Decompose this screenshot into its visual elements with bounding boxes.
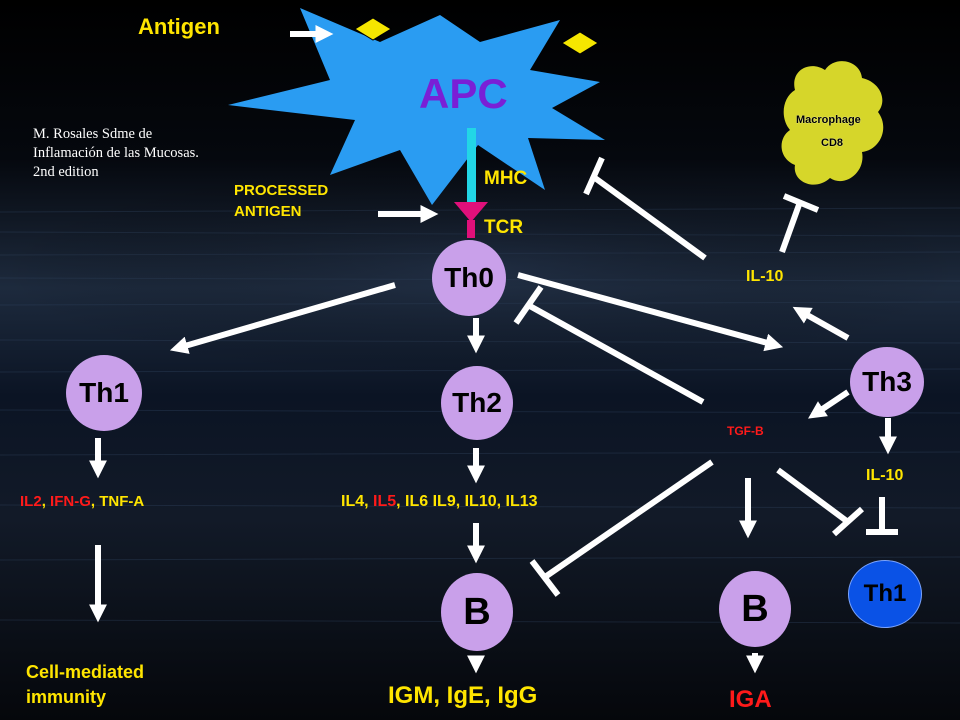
il10-top-label: IL-10 [746,268,784,285]
antigen-diamond-1 [354,17,392,41]
arrow-th0-th3 [517,272,784,352]
antigen-label: Antigen [138,14,220,39]
th2-label: Th2 [452,387,502,418]
antigen-diamond-2 [561,31,599,55]
ifng-cytokine: IFN-G [50,493,91,510]
tcr-stem [467,220,475,238]
iga-label: IGA [729,686,772,713]
arrow-th0-th1 [169,282,396,354]
inhibit-tgfb-th0-bar [513,285,544,325]
inhibit-tgfb-b-line [543,459,714,580]
arrow-th3-il10 [792,306,850,341]
th3-node: Th3 [850,347,924,417]
th3-label: Th3 [862,366,912,397]
th1-left-node: Th1 [66,355,142,431]
tgfb-label: TGF-B [727,424,764,438]
th1-lymph-node: Th1 [848,560,922,628]
tnfa-cytokine: TNF-A [99,493,145,510]
th0-node: Th0 [432,240,506,316]
b-right-label: B [741,587,769,630]
tcr-label: TCR [484,217,524,238]
cd8-label: CD8 [821,137,844,149]
apc-label: APC [419,70,508,117]
b-center-label: B [463,590,491,633]
b-right-node: B [719,571,791,647]
inhibit-il10-apc-line [593,175,707,261]
inhibit-tgfb-th0-line [526,302,705,405]
mhc-label: MHC [484,168,528,189]
th2-cytokines-rest: , IL6 IL9, IL10, IL13 [396,493,538,510]
igm-ige-igg-label: IGM, IgE, IgG [388,682,538,709]
processed-antigen-label-1: PROCESSED [234,182,329,199]
inhibit-il10-apc-bar [583,156,605,196]
processed-antigen-label-2: ANTIGEN [234,203,302,220]
il4-cytokine: IL4, [341,493,374,510]
arrow-th3-tgfb [808,389,850,419]
il10-right-label: IL-10 [866,467,904,484]
inhibit-il10-macrophage-line [779,200,803,254]
inhibit-tgfb-b-bar [529,559,561,597]
il2-cytokine: IL2 [20,493,42,510]
cell-mediated-label-1: Cell-mediated [26,662,145,682]
th1-cytokines-label: IL2, IFN-G, TNF-A [20,493,144,510]
th2-node: Th2 [441,366,513,440]
th0-label: Th0 [444,262,494,293]
apc-starburst [228,8,605,205]
tcr-receptor [454,202,488,222]
th2-cytokines-label: IL4, IL5, IL6 IL9, IL10, IL13 [341,493,538,511]
b-center-node: B [441,573,513,651]
credit-text: M. Rosales Sdme de Inflamación de las Mu… [33,126,199,180]
cytokine-separator-2: , [90,493,100,510]
mhc-bar [467,128,476,202]
th1-left-label: Th1 [79,377,129,408]
inhibit-tgfb-th1-line [776,467,850,525]
cell-mediated-label-2: immunity [26,687,107,707]
inhibit-il10-macrophage-bar [782,193,820,213]
macrophage-label: Macrophage [796,114,861,126]
macrophage-blob [781,61,884,185]
th1-lymph-label: Th1 [863,580,907,607]
cytokine-separator-1: , [41,493,51,510]
inhibit-tgfb-th1-bar [832,506,864,537]
il5-cytokine: IL5 [373,493,397,510]
